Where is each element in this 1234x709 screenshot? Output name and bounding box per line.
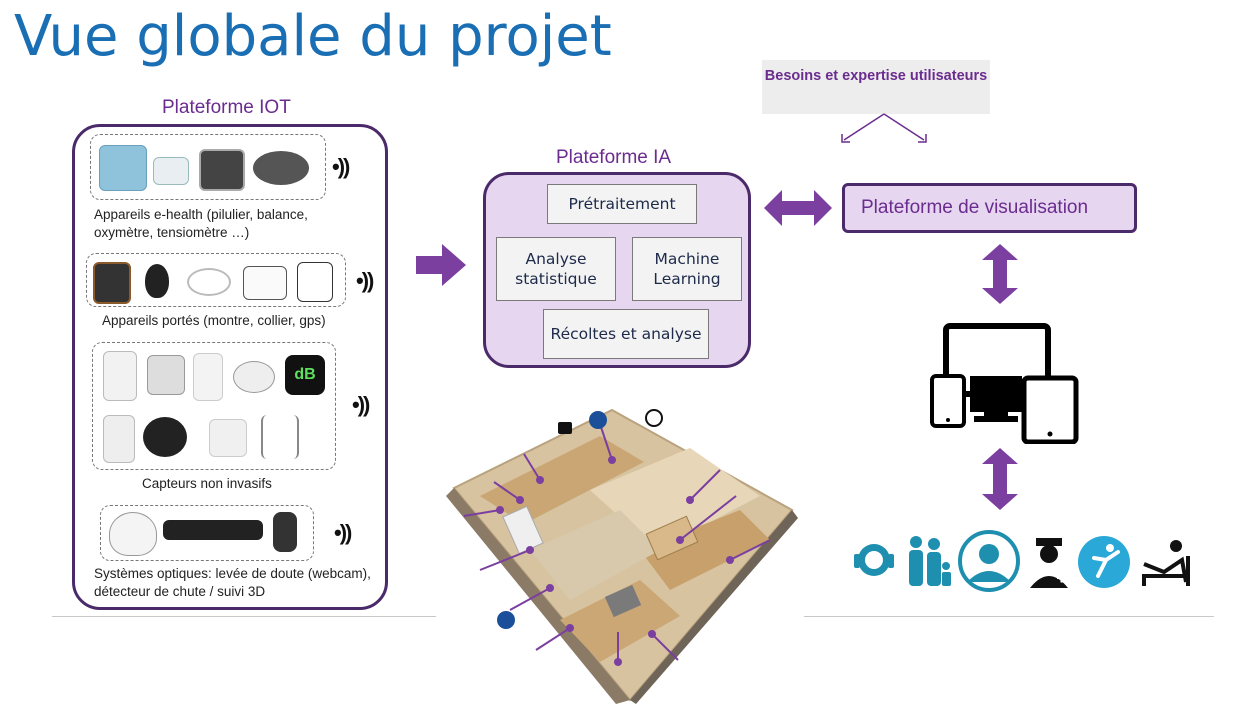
smart-home-illustration — [446, 408, 798, 704]
iot-platform-frame — [72, 124, 388, 610]
smart-plug-device — [103, 415, 135, 463]
pretraitement-box: Prétraitement — [547, 184, 697, 224]
arrow-right-icon — [416, 244, 466, 286]
patient-bed-icon — [1142, 540, 1190, 586]
nurse-icon — [1030, 538, 1068, 588]
tensiometer-device — [199, 149, 245, 191]
necklace-device — [187, 268, 231, 296]
optical-caption: Systèmes optiques: levée de doute (webca… — [94, 566, 371, 599]
optical-systems-group — [100, 505, 314, 561]
wifi-signal-icon: •)) — [334, 520, 352, 545]
pill-box-device — [99, 145, 147, 191]
recoltes-analyse-box: Récoltes et analyse — [543, 309, 709, 359]
tracker-device — [145, 264, 169, 298]
decibel-sensor-device: dB — [285, 355, 325, 395]
thermostat-device — [147, 355, 185, 395]
user-icons — [854, 530, 1190, 592]
family-icon — [909, 536, 951, 586]
ehealth-devices-group — [90, 134, 326, 200]
water-flow-sensor-device — [143, 417, 187, 457]
ia-platform-frame: Prétraitement Analyse statistique Machin… — [483, 172, 751, 368]
motion-sensor-device — [103, 351, 137, 401]
shirt-device — [297, 262, 333, 302]
besoins-box: Besoins et expertise utilisateurs — [762, 60, 990, 114]
wearables-caption: Appareils portés (montre, collier, gps) — [102, 313, 326, 328]
kinect-device — [163, 520, 263, 540]
wifi-signal-icon: •)) — [356, 268, 374, 293]
ia-platform-label: Plateforme IA — [556, 147, 672, 168]
wifi-signal-icon: •)) — [332, 154, 350, 179]
ehealth-caption: Appareils e-health (pilulier, balance, o… — [94, 207, 308, 240]
watch-device — [93, 262, 131, 304]
wifi-signal-icon: •)) — [352, 392, 370, 417]
page-title: Vue globale du projet — [14, 4, 612, 69]
scale-device — [253, 151, 309, 185]
smoke-detector-device — [233, 361, 275, 393]
vertical-double-arrow-icon — [982, 244, 1018, 304]
visualisation-platform-box: Plateforme de visualisation — [842, 183, 1137, 233]
noninvasive-sensors-group: dB — [92, 342, 336, 470]
webcam-device — [273, 512, 297, 552]
physio-icon — [1078, 536, 1130, 588]
divider-line — [804, 616, 1214, 617]
devices-icon — [930, 323, 1079, 444]
vertical-double-arrow-icon — [982, 448, 1018, 510]
analyse-statistique-box: Analyse statistique — [496, 237, 616, 301]
iot-platform-label: Plateforme IOT — [162, 97, 291, 118]
dome-camera-device — [109, 512, 157, 556]
antenna-device — [261, 415, 299, 459]
sensors-caption: Capteurs non invasifs — [142, 476, 272, 491]
diverging-arrows-icon — [841, 113, 927, 143]
divider-line — [52, 616, 436, 617]
wearable-devices-group — [86, 253, 346, 307]
machine-learning-box: Machine Learning — [632, 237, 742, 301]
door-sensor-device — [193, 353, 223, 401]
purple-double-arrow-icon — [764, 190, 832, 226]
light-switch-device — [209, 419, 247, 457]
oximeter-device — [153, 157, 189, 185]
doctor-icon — [958, 530, 1020, 592]
call-center-icon — [854, 544, 894, 576]
shoe-sensor-device — [243, 266, 287, 300]
